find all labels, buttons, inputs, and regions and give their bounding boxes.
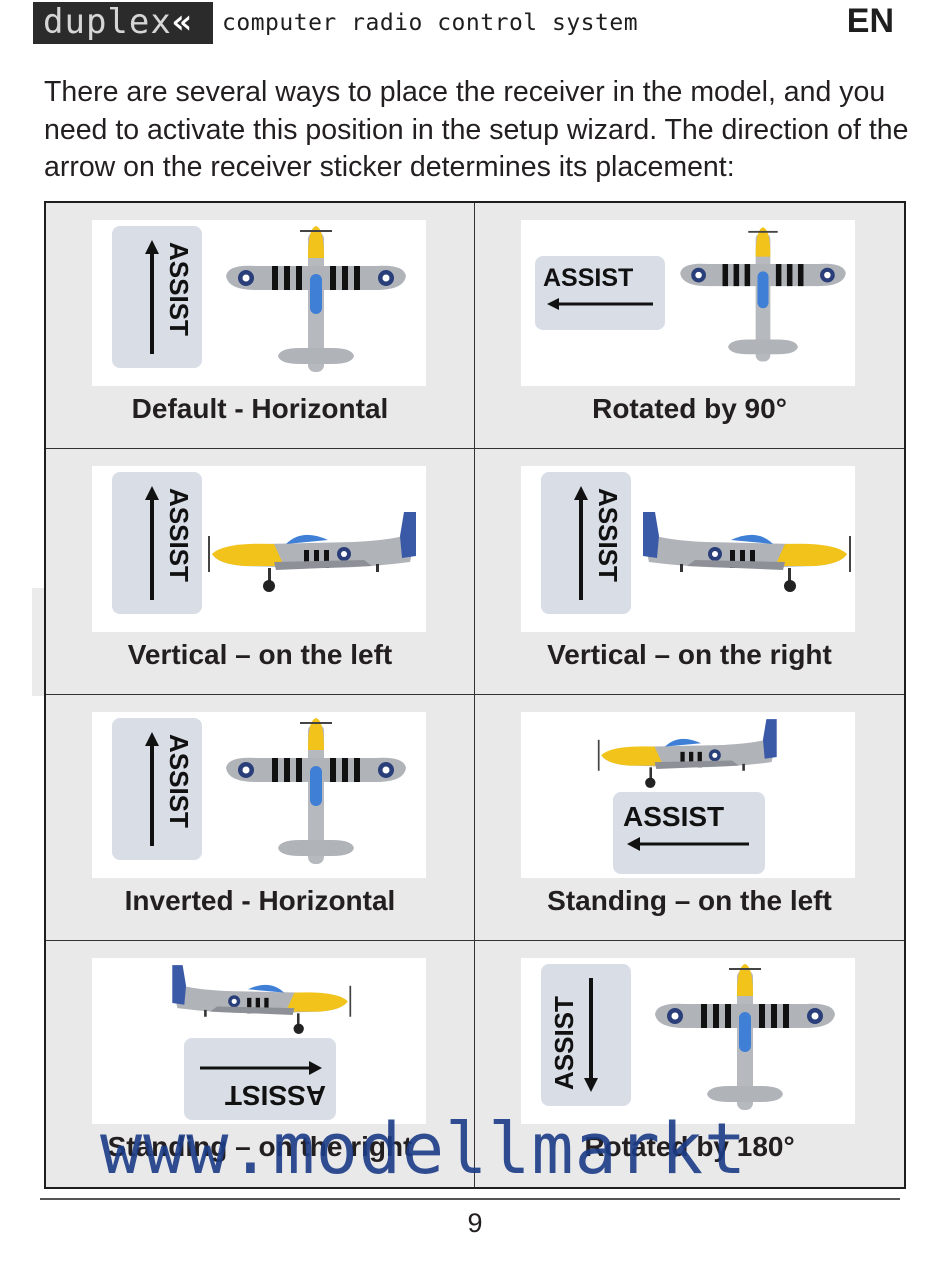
receiver-sticker: ASSIST — [541, 964, 631, 1106]
plane-side-view — [579, 714, 799, 800]
placement-caption: Vertical – on the right — [475, 639, 904, 671]
watermark: www.modellmarkt — [100, 1108, 747, 1190]
sticker-label: ASSIST — [593, 488, 623, 582]
receiver-sticker: ASSIST — [112, 226, 202, 368]
plane-side-view — [204, 506, 424, 606]
placement-cell-inverted-horizontal: ASSIST Inverted - Horizontal — [46, 695, 475, 941]
placement-cell-default-horizontal: ASSIST Default - Horizontal — [46, 203, 475, 449]
plane-top-view — [671, 224, 855, 374]
receiver-sticker: ASSIST — [541, 472, 631, 614]
sticker-label: ASSIST — [623, 801, 724, 832]
sticker-label: ASSIST — [164, 242, 194, 336]
plane-top-view-inverted — [214, 716, 418, 876]
placement-illustration: ASSIST — [92, 958, 426, 1124]
sticker-label: ASSIST — [164, 734, 194, 828]
page-header: duplex« computer radio control system EN — [0, 0, 950, 46]
receiver-sticker: ASSIST — [535, 256, 665, 330]
placement-illustration: ASSIST — [92, 466, 426, 632]
sticker-label: ASSIST — [543, 264, 633, 292]
sticker-label: ASSIST — [225, 1080, 326, 1111]
placement-grid: ASSIST Default - Horizontal ASSIST Rotat… — [44, 201, 906, 1189]
receiver-sticker: ASSIST — [613, 792, 765, 874]
placement-cell-vertical-right: ASSIST Vertical – on the right — [475, 449, 904, 695]
plane-side-view-mirrored — [635, 506, 855, 606]
placement-illustration: ASSIST — [521, 466, 855, 632]
plane-side-view-mirrored — [150, 960, 370, 1046]
placement-caption: Vertical – on the left — [46, 639, 474, 671]
placement-caption: Standing – on the left — [475, 885, 904, 917]
placement-illustration: ASSIST — [521, 958, 855, 1124]
sticker-label: ASSIST — [164, 488, 194, 582]
intro-paragraph: There are several ways to place the rece… — [44, 74, 914, 187]
page-number: 9 — [0, 1208, 950, 1239]
placement-illustration: ASSIST — [92, 712, 426, 878]
placement-caption: Rotated by 90° — [475, 393, 904, 425]
placement-cell-vertical-left: ASSIST Vertical – on the left — [46, 449, 475, 695]
placement-illustration: ASSIST — [92, 220, 426, 386]
header-tagline: computer radio control system — [222, 6, 638, 40]
receiver-sticker: ASSIST — [112, 718, 202, 860]
placement-caption: Inverted - Horizontal — [46, 885, 474, 917]
plane-top-view — [643, 962, 847, 1122]
receiver-sticker: ASSIST — [112, 472, 202, 614]
placement-illustration: ASSIST — [521, 712, 855, 878]
placement-illustration: ASSIST — [521, 220, 855, 386]
plane-top-view — [214, 224, 418, 384]
duplex-logo: duplex« — [33, 2, 213, 44]
footer-divider — [40, 1198, 900, 1200]
sticker-label: ASSIST — [549, 996, 579, 1090]
language-code: EN — [847, 2, 894, 41]
placement-cell-rotated-90: ASSIST Rotated by 90° — [475, 203, 904, 449]
placement-caption: Default - Horizontal — [46, 393, 474, 425]
placement-cell-standing-left: ASSIST Standing – on the left — [475, 695, 904, 941]
